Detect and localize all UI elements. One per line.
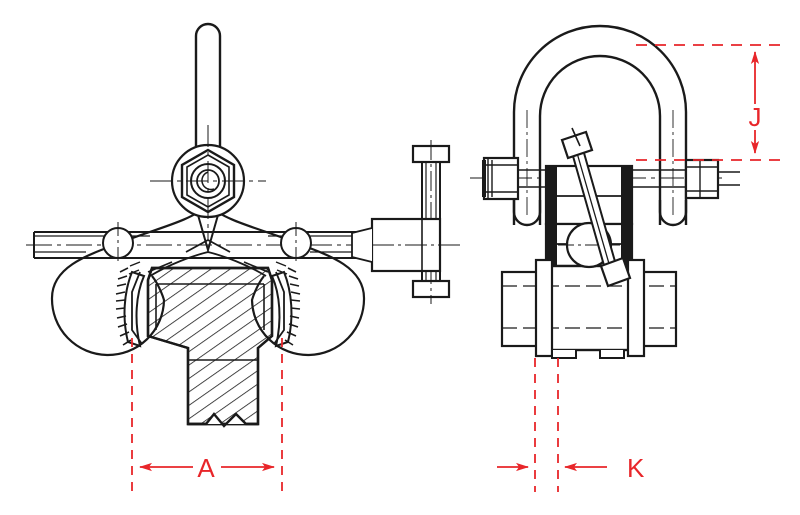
shackle-hex-nut-right — [684, 158, 720, 200]
dimension-K — [497, 358, 607, 492]
side-view-group — [26, 22, 462, 428]
serrated-jaw-right — [270, 261, 301, 348]
shackle-hex-nut-left — [482, 156, 520, 201]
cam-lever-tail — [599, 256, 632, 288]
end-view-group — [470, 24, 740, 359]
dimension-A — [131, 338, 283, 492]
gripped-plate — [146, 266, 274, 428]
cam-lever-head — [560, 127, 594, 160]
pivot-centerlines — [150, 125, 266, 240]
handle-lever — [194, 22, 222, 162]
dimension-label-A: A — [197, 453, 215, 483]
shackle-bail — [512, 24, 688, 227]
jaw-backing-shells — [131, 271, 285, 345]
dimension-label-K: K — [627, 453, 645, 483]
locking-pin — [351, 140, 462, 304]
cam-lever-assembly — [558, 127, 632, 288]
dimension-J — [636, 44, 786, 161]
dimension-label-J: J — [749, 102, 762, 132]
horizontal-shaft — [26, 222, 380, 264]
serrated-jaw-left — [115, 261, 146, 348]
